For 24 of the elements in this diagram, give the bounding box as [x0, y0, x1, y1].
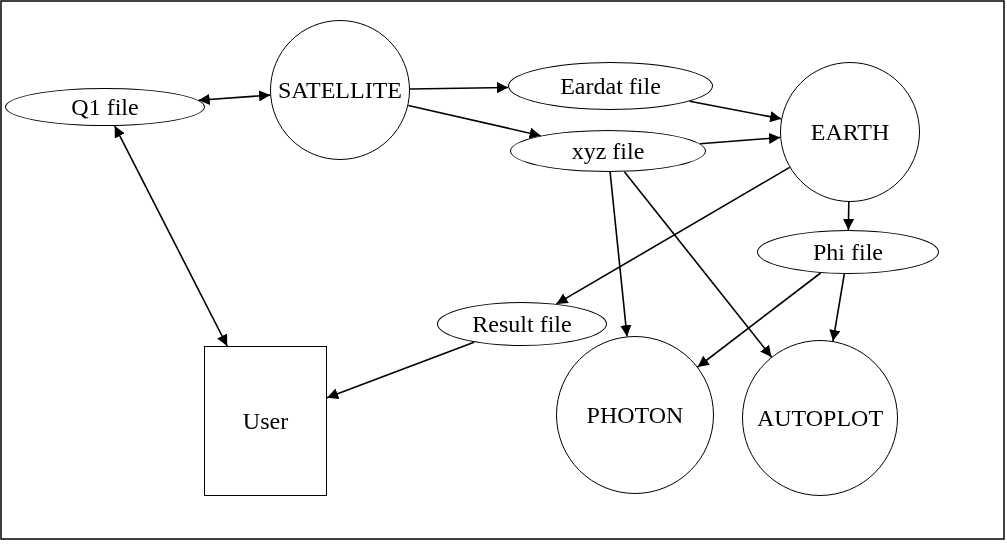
- arrow: [688, 100, 783, 123]
- node-label: User: [242, 407, 289, 435]
- arrow: [113, 125, 228, 347]
- node-label: xyz file: [571, 137, 645, 165]
- node-label: Result file: [472, 310, 572, 338]
- arrow: [699, 132, 781, 145]
- arrow: [407, 104, 542, 139]
- arrow: [409, 82, 509, 94]
- arrow: [555, 166, 791, 305]
- arrow: [829, 273, 846, 342]
- arrow: [842, 201, 855, 231]
- node-label: Phi file: [813, 238, 883, 266]
- arrow: [326, 341, 475, 399]
- arrow: [623, 170, 773, 358]
- process-box: [204, 346, 327, 496]
- node-label: SATELLITE: [278, 76, 402, 104]
- node-label: AUTOPLOT: [756, 404, 884, 432]
- node-label: Eardat file: [560, 72, 661, 100]
- node-label: EARTH: [810, 118, 890, 146]
- arrow: [197, 90, 271, 105]
- node-label: PHOTON: [586, 401, 684, 429]
- node-label: Q1 file: [71, 93, 139, 121]
- arrow: [609, 171, 632, 338]
- arrow: [696, 272, 822, 368]
